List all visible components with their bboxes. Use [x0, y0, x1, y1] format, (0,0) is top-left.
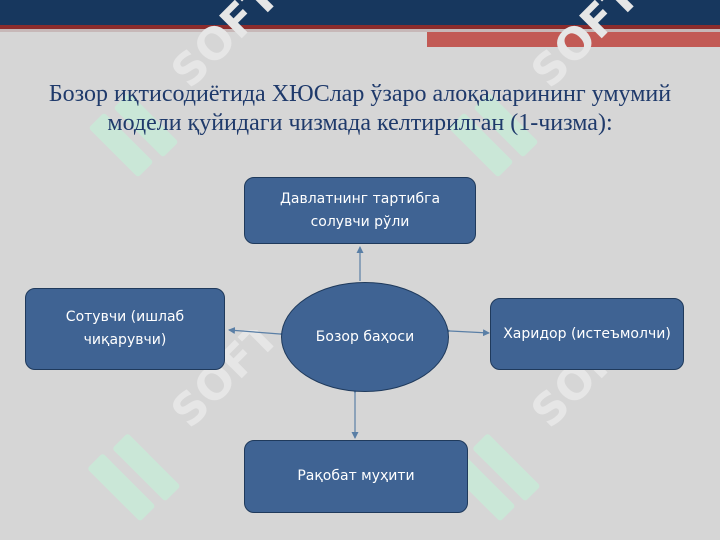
connector-center-right: [443, 327, 490, 337]
node-competition-label: Рақобат муҳити: [297, 468, 415, 484]
header-stripe-accent: [427, 32, 720, 47]
node-buyer-label: Харидор (истеъмолчи): [503, 325, 671, 342]
node-seller: Сотувчи (ишлаб чиқарувчи): [25, 288, 225, 370]
node-seller-label: Сотувчи (ишлаб чиқарувчи): [65, 309, 185, 348]
node-market-price: Бозор баҳоси: [281, 282, 449, 392]
node-state-regulation-label: Давлатнинг тартибга солувчи рўли: [279, 190, 441, 230]
header-stripe-light: [0, 29, 720, 32]
node-market-price-label: Бозор баҳоси: [315, 329, 415, 345]
connector-center-left: [228, 326, 287, 338]
slide-title: Бозор иқтисодиётида ХЮСлар ўзаро алоқала…: [48, 81, 672, 136]
node-state-regulation: Давлатнинг тартибга солувчи рўли: [244, 177, 476, 244]
header-bar: [0, 0, 720, 25]
header-stripe-dark: [0, 25, 720, 29]
node-buyer: Харидор (истеъмолчи): [490, 298, 684, 370]
node-competition: Рақобат муҳити: [244, 440, 468, 513]
